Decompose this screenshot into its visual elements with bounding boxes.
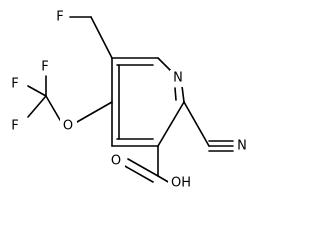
bond-c2-c3	[157, 101, 185, 147]
cf3-fluorine-bottom-label: F	[11, 119, 18, 134]
bond-c6-n1	[157, 57, 173, 73]
bond-cf3-f-mid	[27, 85, 47, 97]
bond-c2-cn	[183, 101, 210, 147]
acid-carbonyl-oxygen-label: O	[111, 154, 121, 169]
atom-label-layer: F N N O F F F OH O	[8, 9, 250, 191]
bond-n1-c2-inner	[174, 87, 177, 101]
bond-c-o-double-2	[122, 164, 154, 183]
bond-c4-o	[76, 101, 113, 123]
bond-c-o-double-1	[127, 158, 159, 177]
bond-layer	[27, 16, 234, 184]
cf3-fluorine-mid-label: F	[11, 77, 18, 92]
bond-n1-c2	[181, 85, 185, 103]
ring-nitrogen-label: N	[173, 71, 183, 86]
molecule-structure-diagram: F N N O F F F OH O	[8, 9, 250, 191]
bond-o-cf3	[45, 95, 61, 121]
ether-oxygen-label: O	[63, 119, 73, 134]
cf3-fluorine-top-label: F	[41, 60, 48, 75]
bond-cf3-f-bot	[27, 95, 47, 118]
acid-hydroxyl-label: OH	[171, 176, 191, 191]
fluoromethyl-f-label: F	[56, 10, 63, 25]
bond-ch2-c5	[90, 16, 113, 59]
nitrile-nitrogen-label: N	[237, 139, 247, 154]
